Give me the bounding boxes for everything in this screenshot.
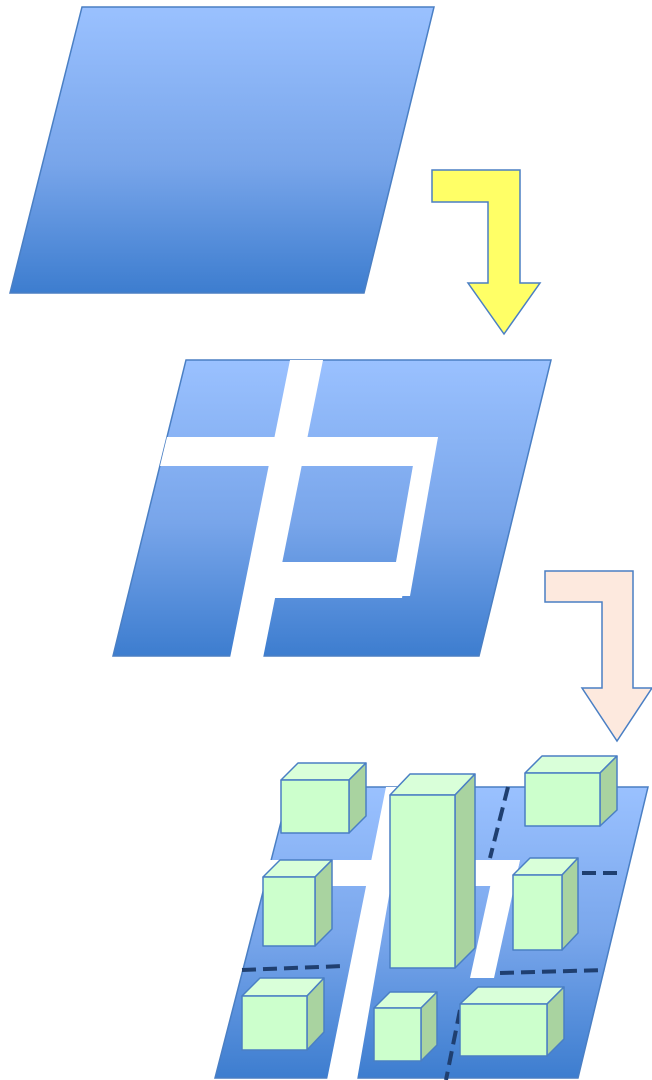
road-loop-right bbox=[390, 437, 438, 596]
road-loop-right bbox=[470, 860, 520, 978]
road-vertical bbox=[230, 360, 323, 658]
building bbox=[241, 977, 325, 1051]
stage-3-developed-parcel bbox=[214, 755, 649, 1080]
building bbox=[280, 762, 367, 834]
yellow-bent-arrow-icon bbox=[431, 169, 542, 336]
road-horizontal bbox=[160, 437, 438, 466]
building bbox=[373, 991, 438, 1062]
road-loop-bottom bbox=[269, 562, 408, 598]
stage-2-parcel-with-roads bbox=[112, 359, 552, 658]
parcel-shape bbox=[9, 6, 435, 294]
building bbox=[459, 986, 565, 1057]
arrow-stage2-to-stage3 bbox=[544, 570, 652, 743]
building bbox=[524, 755, 618, 827]
building bbox=[512, 857, 579, 951]
lot-line bbox=[499, 968, 606, 975]
building bbox=[389, 773, 476, 969]
stage-1-parcel bbox=[9, 6, 435, 294]
lot-line bbox=[488, 786, 510, 859]
building bbox=[262, 859, 333, 947]
arrow-stage1-to-stage2 bbox=[431, 169, 542, 336]
peach-bent-arrow-icon bbox=[544, 570, 652, 743]
lot-line bbox=[241, 964, 345, 972]
parcel-shape bbox=[112, 359, 552, 657]
lot-lines bbox=[241, 786, 620, 1080]
lot-line bbox=[444, 1009, 462, 1080]
